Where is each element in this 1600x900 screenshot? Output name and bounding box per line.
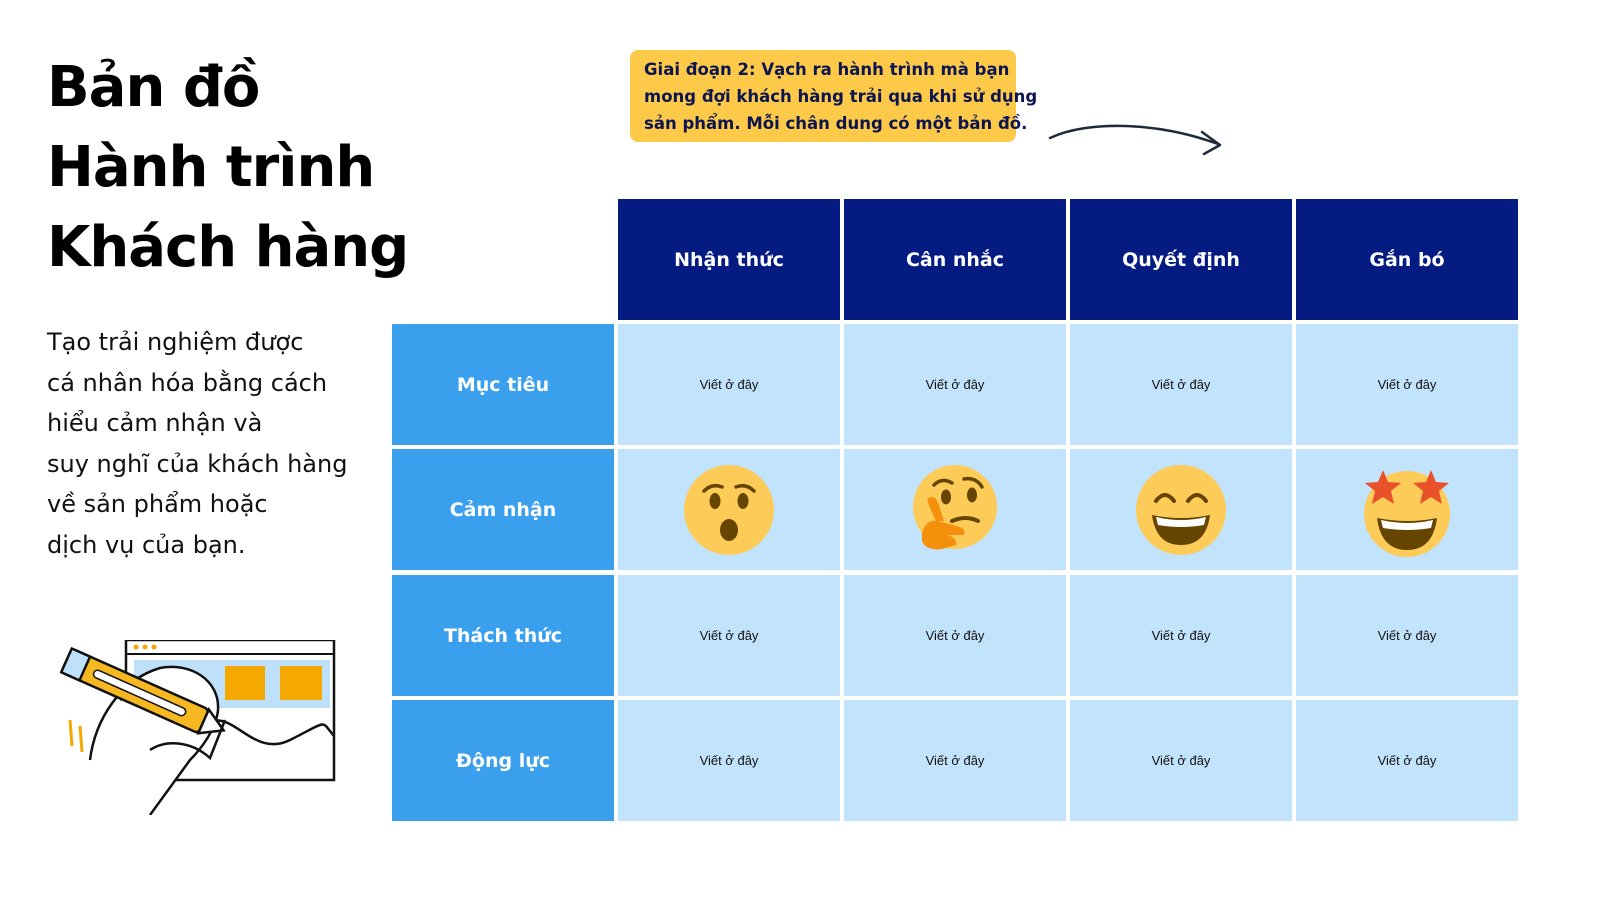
title-line: Hành trình [47, 135, 375, 200]
description-line: suy nghĩ của khách hàng [47, 449, 348, 478]
description: Tạo trải nghiệm được cá nhân hóa bằng cá… [47, 322, 347, 565]
cell-placeholder-text: Viết ở đây [699, 377, 759, 392]
hand-writing-illustration [59, 640, 336, 815]
cell-placeholder-text: Viết ở đây [925, 628, 985, 643]
table-cell[interactable]: Viết ở đây [1070, 575, 1292, 696]
page-title: Bản đồ Hành trình Khách hàng [47, 48, 409, 288]
cell-placeholder-text: Viết ở đây [1151, 628, 1211, 643]
row-label-text: Thách thức [443, 624, 563, 647]
column-header-label: Nhận thức [674, 248, 784, 271]
cell-placeholder-text: Viết ở đây [1151, 377, 1211, 392]
stage-note: Giai đoạn 2: Vạch ra hành trình mà bạn m… [630, 50, 1038, 142]
star-struck-icon [1364, 469, 1450, 557]
table-cell[interactable]: Viết ở đây [844, 575, 1066, 696]
row-label-text: Động lực [455, 749, 551, 772]
table-cell[interactable]: Viết ở đây [844, 700, 1066, 821]
column-header-consideration: Cân nhắc [844, 199, 1066, 320]
column-header-awareness: Nhận thức [618, 199, 840, 320]
thinking-face-icon [913, 464, 997, 549]
row-label-text: Mục tiêu [456, 373, 550, 396]
emoji-cell [1296, 449, 1518, 570]
title-line: Khách hàng [47, 215, 409, 280]
emoji-cell [1070, 449, 1292, 570]
grinning-smiling-eyes-icon [1136, 464, 1226, 555]
table-cell[interactable]: Viết ở đây [1296, 324, 1518, 445]
note-line: sản phẩm. Mỗi chân dung có một bản đồ. [644, 114, 1028, 133]
note-line: mong đợi khách hàng trải qua khi sử dụng [644, 87, 1038, 106]
cell-placeholder-text: Viết ở đây [925, 753, 985, 768]
row-label-feelings: Cảm nhận [392, 449, 614, 570]
description-line: cá nhân hóa bằng cách [47, 368, 328, 397]
emoji-cell [618, 449, 840, 570]
table-cell[interactable]: Viết ở đây [1070, 324, 1292, 445]
column-header-loyalty: Gắn bó [1296, 199, 1518, 320]
table-cell[interactable]: Viết ở đây [1296, 575, 1518, 696]
description-line: hiểu cảm nhận và [47, 409, 263, 437]
description-line: về sản phẩm hoặc [47, 490, 268, 518]
row-label-goals: Mục tiêu [392, 324, 614, 445]
table-cell[interactable]: Viết ở đây [618, 575, 840, 696]
note-line: Giai đoạn 2: Vạch ra hành trình mà bạn [644, 60, 1010, 79]
table-cell[interactable]: Viết ở đây [1070, 700, 1292, 821]
arrow-icon [1048, 124, 1222, 156]
cell-placeholder-text: Viết ở đây [1151, 753, 1211, 768]
description-line: dịch vụ của bạn. [47, 530, 246, 559]
description-line: Tạo trải nghiệm được [47, 328, 304, 356]
table-cell[interactable]: Viết ở đây [618, 324, 840, 445]
table-cell[interactable]: Viết ở đây [1296, 700, 1518, 821]
table-cell[interactable]: Viết ở đây [618, 700, 840, 821]
cell-placeholder-text: Viết ở đây [699, 628, 759, 643]
column-header-label: Gắn bó [1369, 248, 1445, 271]
cell-placeholder-text: Viết ở đây [1377, 377, 1437, 392]
row-label-challenges: Thách thức [392, 575, 614, 696]
table-cell[interactable]: Viết ở đây [844, 324, 1066, 445]
row-label-motivation: Động lực [392, 700, 614, 821]
emoji-cell [844, 449, 1066, 570]
column-header-label: Quyết định [1122, 248, 1240, 271]
cell-placeholder-text: Viết ở đây [925, 377, 985, 392]
cell-placeholder-text: Viết ở đây [699, 753, 759, 768]
cell-placeholder-text: Viết ở đây [1377, 628, 1437, 643]
column-header-decision: Quyết định [1070, 199, 1292, 320]
hushed-face-icon [684, 464, 774, 555]
cell-placeholder-text: Viết ở đây [1377, 753, 1437, 768]
row-label-text: Cảm nhận [449, 498, 557, 521]
column-header-label: Cân nhắc [905, 248, 1005, 271]
title-line: Bản đồ [47, 55, 260, 120]
